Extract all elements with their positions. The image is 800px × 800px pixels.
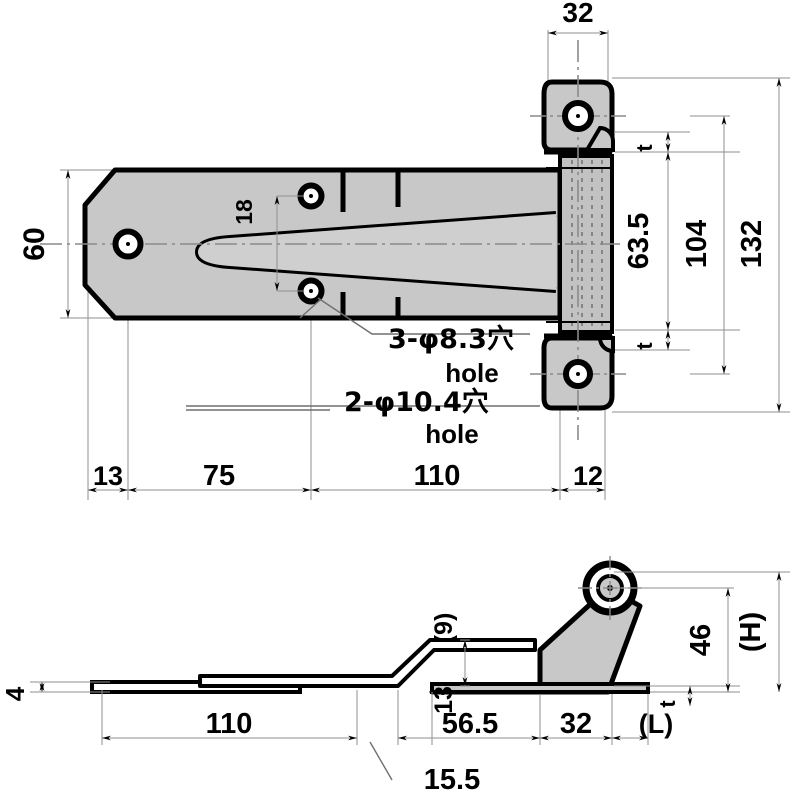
side-bracket-base [430, 682, 650, 694]
callout-hole-8-3: 3-φ8.3穴 hole [388, 324, 514, 388]
dim-label-56-5: 56.5 [442, 708, 498, 740]
dim-label-L: (L) [639, 709, 673, 739]
callout-8-3-text: 3-φ8.3穴 [388, 324, 514, 355]
dim-18: 18 [231, 195, 303, 292]
top-view-group: 60 [18, 0, 790, 500]
dim-132: 132 [736, 78, 782, 412]
dim-label-32-top: 32 [562, 0, 593, 28]
dim-label-46: 46 [685, 624, 717, 656]
dim-label-132: 132 [736, 220, 768, 268]
upper-knuckle-lobe [583, 125, 615, 152]
dim-63-5: 63.5 [623, 152, 671, 330]
callout-8-3-sub: hole [445, 358, 498, 388]
dim-label-H: (H) [735, 612, 767, 652]
side-view-bottom-dim-chain: 110 56.5 32 (L) [102, 708, 673, 741]
dim-46: 46 [614, 587, 734, 692]
hole-upper-8-3 [297, 182, 325, 210]
dim-label-18: 18 [231, 199, 257, 225]
dim-H: (H) [735, 572, 782, 692]
callout-10-4-text: 2-φ10.4穴 [344, 387, 489, 418]
dim-label-13-side: 13 [430, 686, 458, 714]
top-view-bottom-dim-chain: 13 75 110 12 [88, 460, 605, 493]
dim-label-63-5: 63.5 [623, 213, 655, 269]
callout-10-4-sub: hole [425, 419, 478, 449]
dim-t-upper: t [632, 132, 671, 152]
dim-label-9: (9) [430, 613, 458, 644]
dim-label-t-side: t [655, 700, 680, 708]
side-view-group: 4 (9) 13 110 56.5 32 (L) [0, 556, 790, 796]
side-stepped-plate [198, 638, 537, 688]
dim-label-t-lower: t [632, 342, 657, 350]
callout-15-5: 15.5 [369, 741, 480, 796]
dim-label-104: 104 [681, 220, 713, 268]
leaf-slot-fill [198, 214, 556, 290]
dim-32-top: 32 [548, 0, 608, 36]
dim-label-110-side: 110 [206, 708, 253, 740]
dim-label-t-upper: t [632, 144, 657, 152]
dim-label-4: 4 [0, 686, 30, 701]
dim-label-12: 12 [573, 461, 603, 491]
dim-label-110-top: 110 [414, 460, 461, 492]
dim-label-75: 75 [203, 460, 235, 492]
dim-t-lower: t [632, 330, 671, 350]
callout-leaders [186, 297, 540, 411]
dim-9-and-13: (9) 13 [430, 613, 468, 714]
dim-104: 104 [681, 115, 730, 375]
dim-t-side: t [655, 686, 693, 708]
dim-label-32-side: 32 [560, 708, 592, 740]
dim-label-13: 13 [93, 461, 123, 491]
break-lines [340, 172, 401, 316]
hole-left-10-4 [112, 228, 144, 260]
dim-label-15-5: 15.5 [424, 764, 480, 796]
ear-inner-lines [546, 167, 612, 323]
callout-15-5-leader [369, 741, 393, 781]
lower-knuckle-lobe [597, 336, 615, 354]
hole-lower-ear-8-3 [563, 359, 593, 389]
dim-4-thickness: 4 [0, 682, 45, 701]
hole-upper-ear-10-4 [562, 100, 594, 132]
callout-hole-10-4: 2-φ10.4穴 hole [344, 387, 489, 449]
